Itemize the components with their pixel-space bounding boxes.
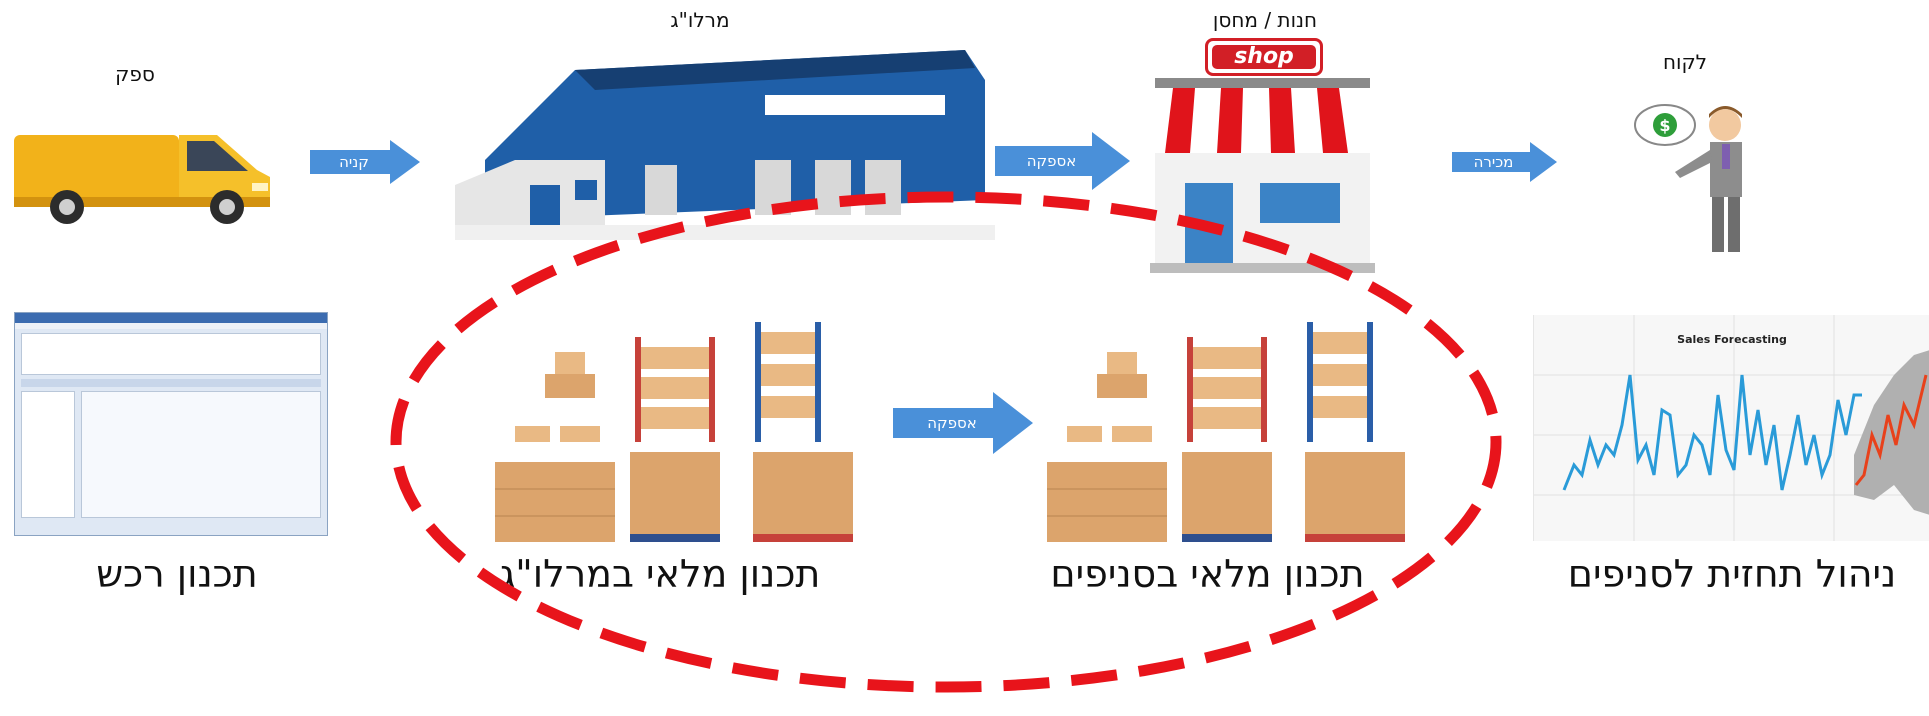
sale-arrow-label: מכירה bbox=[1473, 153, 1514, 171]
dc-inventory-stock-icon bbox=[495, 322, 860, 542]
svg-text:$: $ bbox=[1659, 116, 1670, 135]
forecast-chart-title: Sales Forecasting bbox=[1677, 333, 1787, 346]
branch-inventory-planning-label: תכנון מלאי בסניפים bbox=[1050, 552, 1365, 596]
supplier-label: ספק bbox=[115, 62, 155, 86]
erp-screenshot bbox=[14, 312, 328, 536]
supply-arrow-top-label: אספקה bbox=[1026, 152, 1077, 170]
store-label: חנות / מחסן bbox=[1212, 8, 1318, 32]
branch-forecast-management-label: ניהול תחזית לסניפים bbox=[1567, 552, 1897, 596]
inventory-planning-highlight-ellipse bbox=[380, 190, 1515, 710]
sale-arrow: מכירה bbox=[1452, 142, 1557, 182]
customer-label: לקוח bbox=[1662, 50, 1708, 74]
dc-label: מרלו"ג bbox=[670, 8, 730, 32]
supply-arrow-top: אספקה bbox=[995, 132, 1130, 190]
supply-arrow-middle-label: אספקה bbox=[927, 414, 977, 432]
shop-sign-text: shop bbox=[1212, 45, 1316, 69]
customer-person-icon: $ bbox=[1630, 100, 1770, 260]
storefront-icon bbox=[1145, 78, 1380, 273]
dc-inventory-planning-label: תכנון מלאי במרלו"ג bbox=[499, 552, 821, 596]
delivery-van-icon bbox=[12, 105, 277, 235]
purchase-arrow: קניה bbox=[310, 140, 420, 184]
purchase-arrow-label: קניה bbox=[339, 153, 369, 171]
branch-inventory-stock-icon bbox=[1047, 322, 1412, 542]
warehouse-building-icon bbox=[455, 50, 995, 240]
supply-arrow-middle: אספקה bbox=[893, 392, 1033, 454]
procurement-planning-label: תכנון רכש bbox=[96, 552, 258, 596]
sales-forecast-chart: Sales Forecasting bbox=[1533, 315, 1929, 541]
shop-sign: shop bbox=[1205, 38, 1323, 76]
